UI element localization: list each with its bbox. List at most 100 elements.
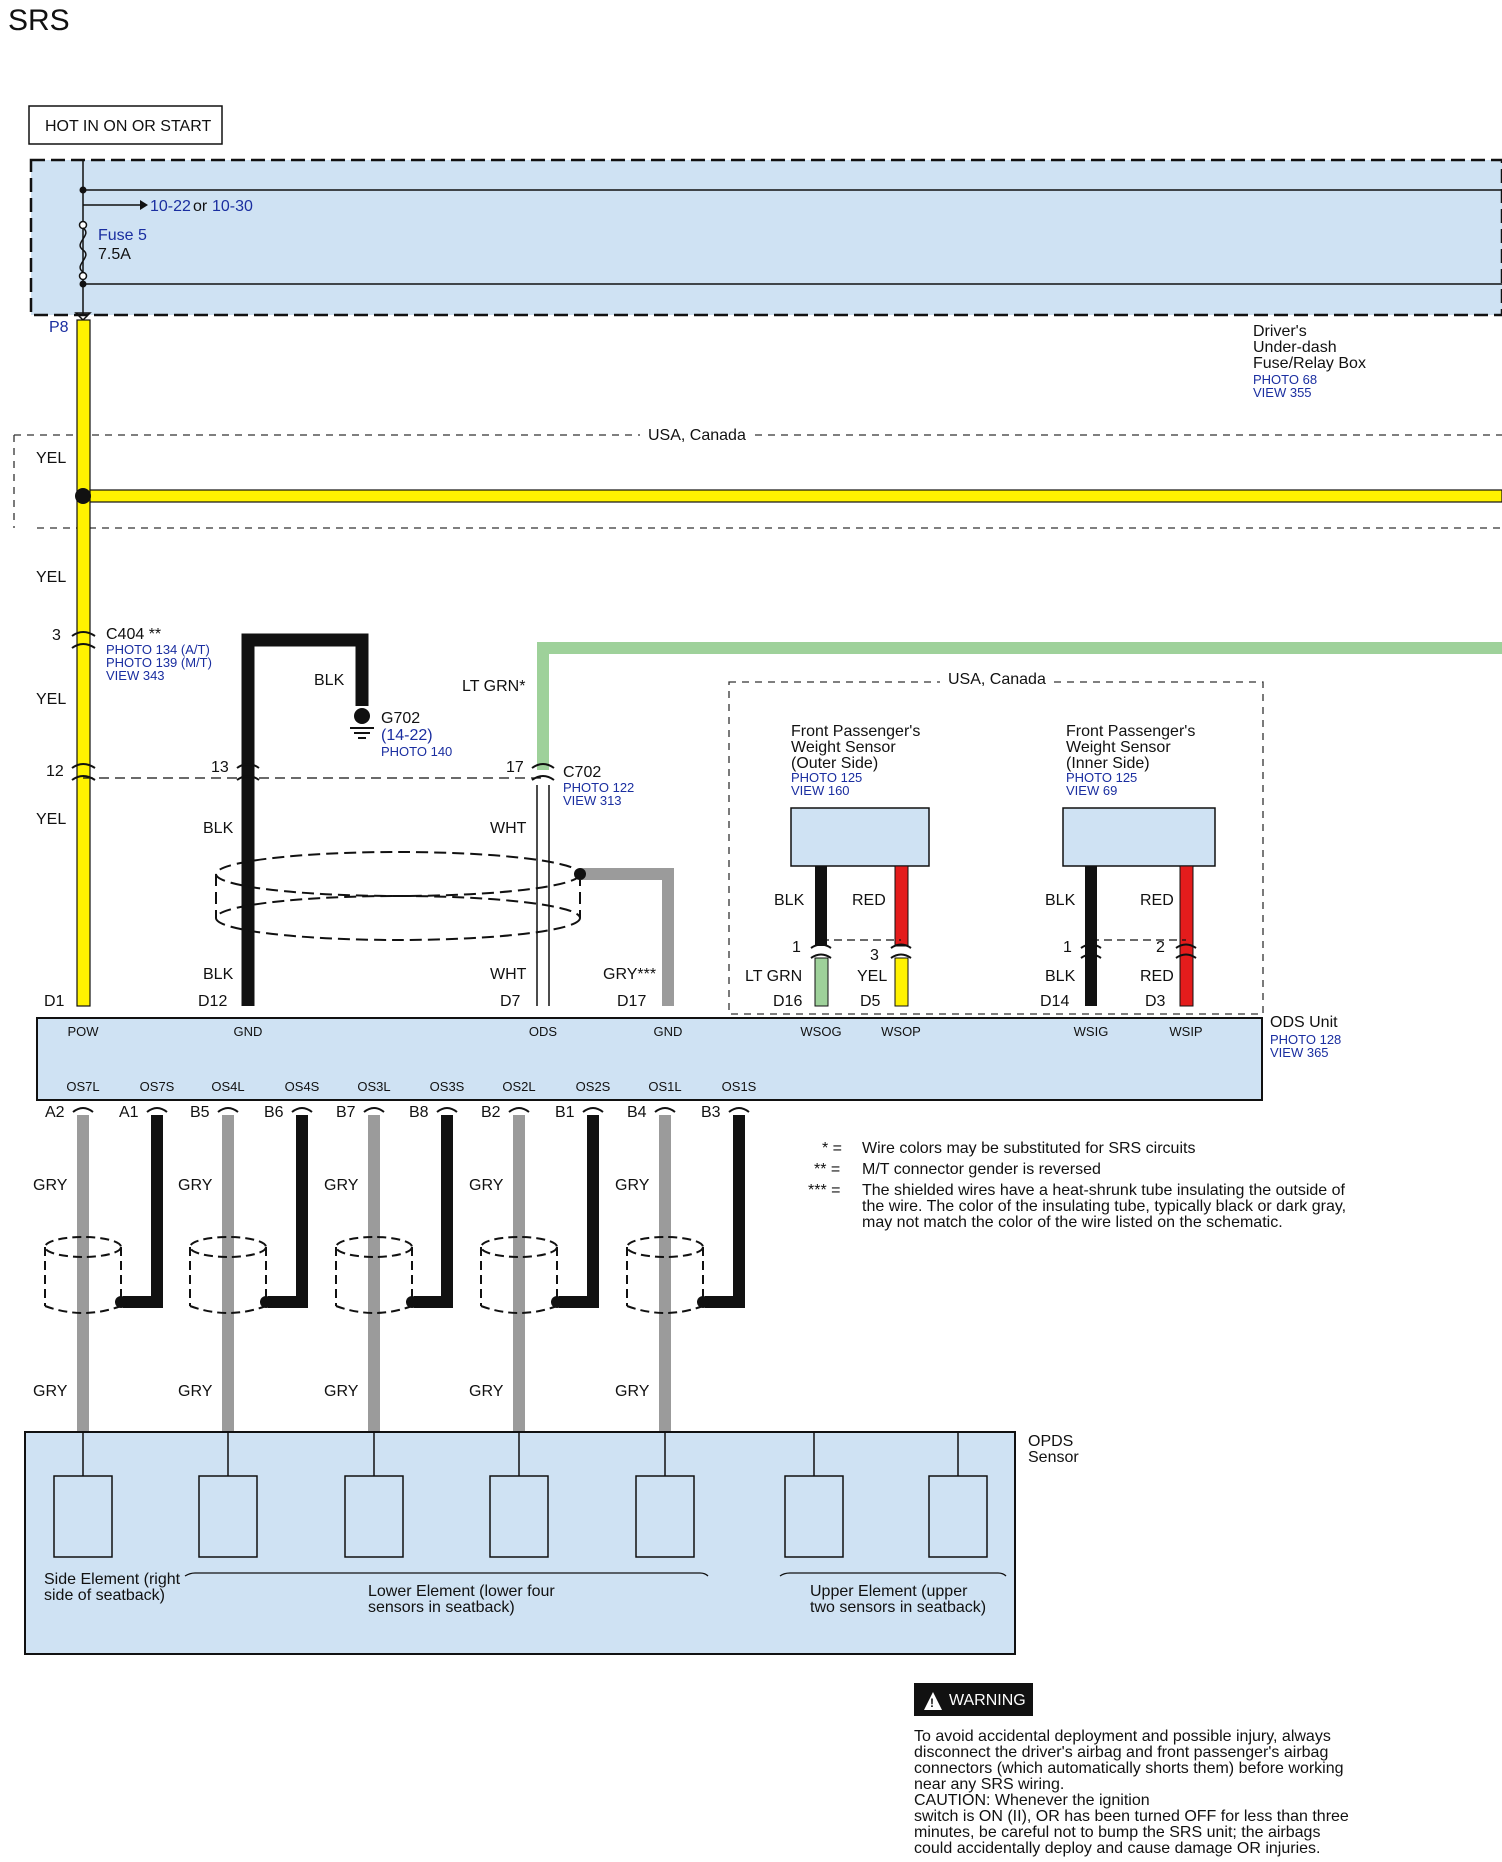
ods-pin-top: D17 [617, 993, 646, 1010]
wire-yel-1: YEL [36, 450, 66, 467]
fuse-icon [79, 227, 87, 273]
usa-canada-box-label: USA, Canada [948, 671, 1046, 688]
wire-yel-4: YEL [36, 811, 66, 828]
ods-pin-bottom: A2 [45, 1104, 65, 1121]
ods-unit-name: ODS Unit [1270, 1014, 1338, 1031]
inner-pin-1: 1 [1063, 939, 1072, 956]
fuse-ref-a: 10-22 [150, 198, 191, 215]
ods-pin-bottom: B5 [190, 1104, 210, 1121]
ods-terminal-top: WSOP [881, 1024, 921, 1039]
c702-pin-17: 17 [506, 759, 524, 776]
wire-gry-upper: GRY [615, 1177, 650, 1194]
ods-terminal-top: WSIG [1074, 1024, 1109, 1039]
opds-element [489, 1475, 549, 1558]
wire-gry-upper: GRY [324, 1177, 359, 1194]
fuse-rating: 7.5A [98, 246, 131, 263]
pin-p8: P8 [49, 319, 69, 336]
warning-text-line: minutes, be careful not to bump the SRS … [914, 1824, 1320, 1841]
c702-name: C702 [563, 764, 601, 781]
hot-label-box [28, 105, 223, 145]
wire-inner-red2: RED [1140, 968, 1174, 985]
ods-pin-top: D7 [500, 993, 521, 1010]
harness-connector [436, 1107, 458, 1113]
ods-pin-bottom: B2 [481, 1104, 501, 1121]
exclamation-icon: ! [930, 1696, 934, 1710]
g702-pin-13: 13 [211, 759, 229, 776]
ods-pin-bottom: B1 [555, 1104, 575, 1121]
wire-yel-3: YEL [36, 691, 66, 708]
outer-red-wire [894, 865, 909, 947]
splice-dot [115, 1296, 127, 1308]
sensor-outer-body [790, 807, 930, 867]
ods-top-stub [537, 1006, 549, 1018]
sensor-outer-l3: (Outer Side) [791, 755, 878, 772]
ods-pin-top: D12 [198, 993, 227, 1010]
harness-connector [654, 1107, 676, 1113]
ods-pin-bottom: B4 [627, 1104, 647, 1121]
wire-blk-c702: BLK [203, 820, 234, 837]
note-3-line-3: may not match the color of the wire list… [862, 1214, 1283, 1231]
splice-dot [75, 488, 91, 504]
label-mask [940, 672, 1050, 692]
opds-element [928, 1475, 988, 1558]
ods-terminal-bottom: OS7L [66, 1079, 99, 1094]
blk-drain-wire [268, 1115, 308, 1308]
sensor-inner-body [1062, 807, 1216, 867]
wire-blk-lower: BLK [203, 966, 234, 983]
ods-terminal-top: GND [654, 1024, 683, 1039]
note-3-line-1: The shielded wires have a heat-shrunk tu… [862, 1182, 1346, 1199]
fusebox-label-1: Driver's [1253, 323, 1307, 340]
gry-drain-wire [580, 868, 674, 1006]
fusebox-label-3: Fuse/Relay Box [1253, 355, 1366, 372]
opds-element [53, 1475, 113, 1558]
ods-top-stub [1180, 1006, 1192, 1018]
hot-label: HOT IN ON OR START [45, 118, 211, 135]
blk-ground-wire [241, 633, 369, 1006]
wire-gry-upper: GRY [33, 1177, 68, 1194]
upper-element-bracket [779, 1572, 1007, 1577]
sensor-outer-l1: Front Passenger's [791, 723, 920, 740]
warning-text-line: disconnect the driver's airbag and front… [914, 1744, 1328, 1761]
ods-terminal-top: POW [67, 1024, 99, 1039]
c404-pin-12: 12 [46, 763, 64, 780]
harness-connector [291, 1107, 313, 1113]
fuse-name: Fuse 5 [98, 227, 147, 244]
lower-element-l1: Lower Element (lower four [368, 1583, 555, 1600]
blk-drain-wire [705, 1115, 745, 1308]
sensor-inner-view: VIEW 69 [1066, 783, 1117, 798]
opds-label-2: Sensor [1028, 1449, 1079, 1466]
shield-tube [44, 1305, 122, 1314]
gry-sensor-wire [222, 1115, 234, 1432]
warning-label: WARNING [949, 1692, 1026, 1709]
harness-connector [363, 1107, 385, 1113]
wire-gry-lower: GRY [178, 1383, 213, 1400]
harness-connector [72, 1107, 94, 1113]
wire-lt-grn: LT GRN* [462, 678, 525, 695]
lower-element-bracket [184, 1572, 709, 1577]
ods-pin-bottom: A1 [119, 1104, 139, 1121]
wire-wht-lower: WHT [490, 966, 527, 983]
blk-drain-wire [414, 1115, 453, 1308]
ods-top-stub [242, 1006, 254, 1018]
outer-pin-3: 3 [870, 947, 879, 964]
yel-branch-wire [89, 489, 1502, 503]
ods-terminal-bottom: OS4L [211, 1079, 244, 1094]
wire-inner-red: RED [1140, 892, 1174, 909]
wire-gry-lower: GRY [615, 1383, 650, 1400]
outer-connector [810, 943, 912, 959]
usa-canada-top-label: USA, Canada [648, 427, 746, 444]
upper-element-l1: Upper Element (upper [810, 1583, 968, 1600]
c702-photo: PHOTO 122 [563, 780, 634, 795]
fuse-ref-or: or [193, 198, 208, 215]
wire-gry-lower: GRY [33, 1383, 68, 1400]
harness-connector [582, 1107, 604, 1113]
ods-terminal-bottom: OS1S [722, 1079, 757, 1094]
ods-terminal-top: ODS [529, 1024, 558, 1039]
upper-element-l2: two sensors in seatback) [810, 1599, 986, 1616]
blk-drain-wire [123, 1115, 163, 1308]
shield-tube [480, 1305, 558, 1314]
sensor-inner-l2: Weight Sensor [1066, 739, 1171, 756]
ods-top-stub [662, 1006, 674, 1018]
gry-sensor-wire [659, 1115, 671, 1432]
